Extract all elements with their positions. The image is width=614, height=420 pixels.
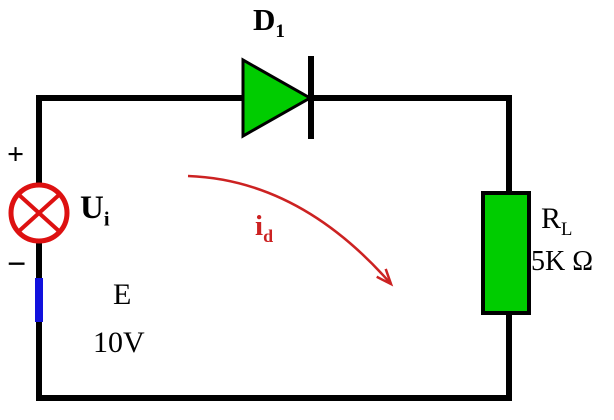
- resistor-label: RL: [541, 202, 573, 240]
- source-minus-sign: −: [7, 246, 27, 283]
- voltage-source-symbol: [8, 182, 70, 244]
- source-cross-line-2: [16, 192, 62, 234]
- emf-value-label: 10V: [93, 326, 145, 359]
- diode-triangle: [241, 57, 314, 139]
- resistor-value-label: 5K Ω: [531, 246, 594, 277]
- diode-label: D1: [253, 2, 285, 43]
- resistor-body: [481, 191, 531, 315]
- current-arrow: [187, 174, 394, 287]
- diode-symbol: [241, 56, 314, 139]
- emf-label: E: [113, 278, 132, 311]
- source-voltage-label: Ui: [80, 190, 110, 231]
- current-label: id: [255, 210, 274, 246]
- current-arrow-curve: [187, 174, 392, 285]
- source-plus-sign: +: [7, 138, 25, 171]
- current-arrow-head: [376, 268, 394, 287]
